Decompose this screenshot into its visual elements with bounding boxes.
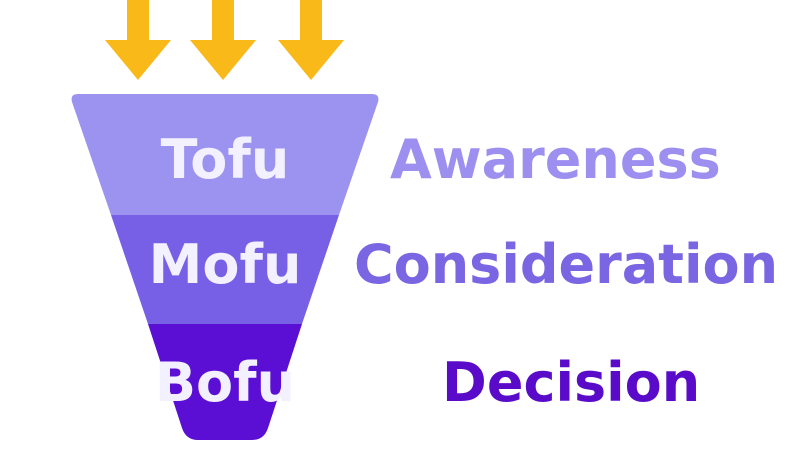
- funnel-label-tofu: Tofu: [160, 128, 290, 191]
- arrow-down-icon: [278, 0, 344, 80]
- funnel-segment-tofu: [71, 94, 379, 215]
- funnel-label-bofu: Bofu: [154, 351, 296, 414]
- stage-label-consideration: Consideration: [354, 233, 779, 296]
- stage-label-decision: Decision: [442, 351, 701, 414]
- arrow-down-icon: [190, 0, 256, 80]
- arrow-down-icon: [105, 0, 171, 80]
- funnel-label-mofu: Mofu: [148, 233, 302, 296]
- funnel-segment-bofu: [148, 324, 302, 440]
- funnel-segment-mofu: [111, 215, 339, 324]
- stage-label-awareness: Awareness: [390, 128, 721, 191]
